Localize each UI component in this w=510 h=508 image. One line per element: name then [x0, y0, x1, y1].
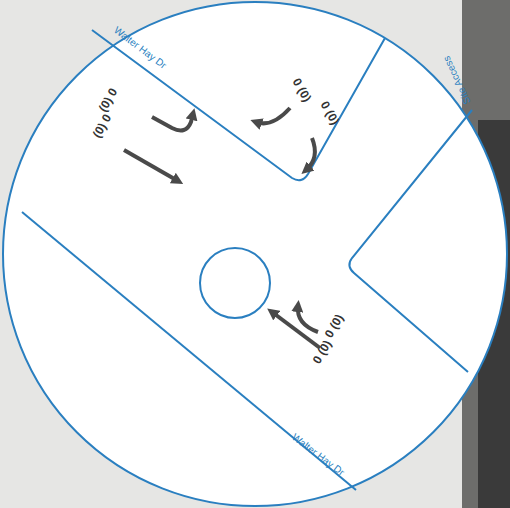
diagram-circle	[3, 2, 507, 506]
movement-arrows	[124, 108, 320, 348]
roundabout-island	[200, 248, 270, 318]
road-edges	[22, 30, 472, 490]
